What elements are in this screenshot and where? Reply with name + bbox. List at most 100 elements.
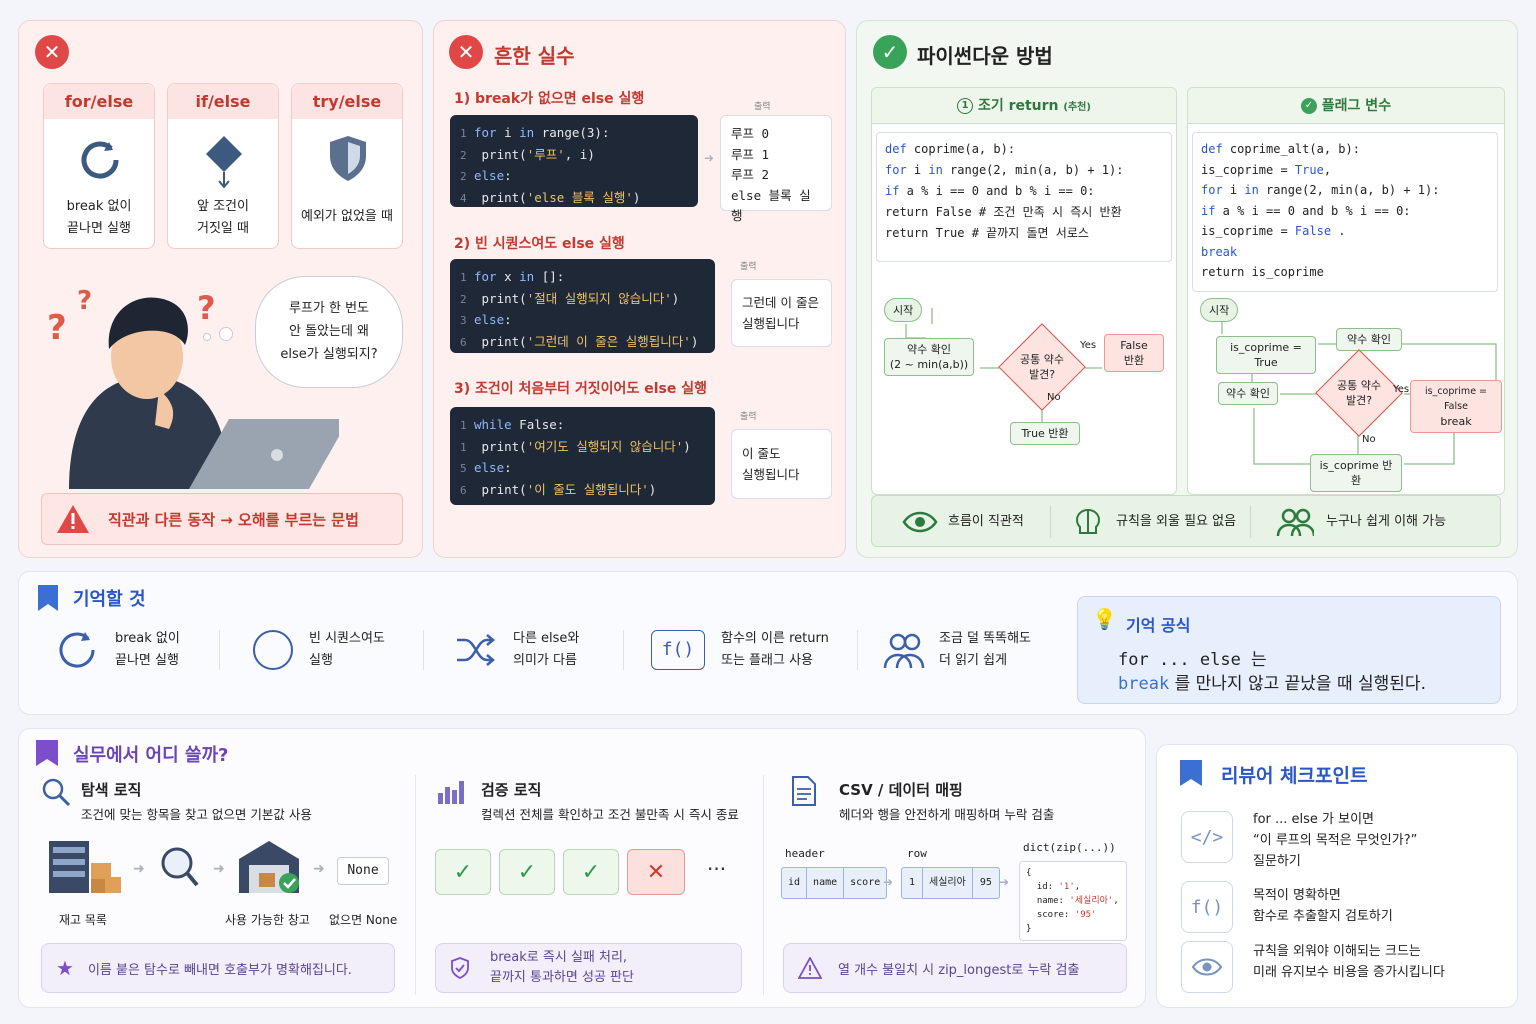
output-line: 그런데 이 줄은 [742,295,819,310]
flow-label: 사용 가능한 창고 [225,913,310,927]
flow-check: 약수 확인 (2 ~ min(a,b)) [884,338,974,376]
warning-banner: 직관과 다른 동작 → 오해를 부르는 문법 [41,493,403,545]
sec-title: 탐색 로직 [81,781,142,799]
users-icon [1276,508,1314,537]
check-icon: ✓ [563,849,619,895]
flag-variable-card: ✓ 플래그 변수 def coprime_alt(a, b): is_copri… [1187,87,1505,495]
review-line: 규칙을 외워야 이해되는 크드는 [1253,944,1421,959]
sec-desc: 조건에 맞는 항목을 찾고 없으면 기본값 사용 [81,807,312,822]
no-label: No [1047,392,1061,403]
item-line: 의미가 다름 [513,653,577,668]
flow-text: 반환 [1123,354,1145,367]
bubble-dot [219,327,233,341]
sec-note: break로 즉시 실패 처리, 끝까지 통과하면 성공 판단 [435,943,742,993]
thinking-person-illustration: ? ? ? [47,286,339,489]
none-badge: None [337,857,389,885]
output-line: 루프 0 [731,126,770,141]
arrow-icon: ➜ [133,861,145,877]
header-cells: id name score [781,867,888,899]
search-icon [42,778,71,807]
header-cell: id [782,868,808,898]
close-icon: ✕ [449,35,483,69]
yes-label: Yes [1393,384,1410,395]
flow-label: 재고 목록 [59,913,107,927]
flow-true-return: True 반환 [1010,422,1080,445]
card-line1: 예외가 없었을 때 [301,209,393,224]
header-label: header [785,847,825,860]
users-icon [883,633,925,669]
lightbulb-icon: 💡 [1092,607,1117,631]
divider [219,630,220,670]
flow-text: 공통 약수 [1020,353,1064,366]
flow-init: is_coprime = True [1216,336,1316,374]
formula-line1: for ... else 는 [1118,650,1267,670]
loop-icon [81,141,119,179]
magnifier-icon [161,847,199,887]
empty-circle-icon [253,630,293,670]
dict-output: { id: '1', name: '세실리아', score: '95' } [1019,861,1127,941]
formula-line2: break 를 만나지 않고 끝났을 때 실행된다. [1118,669,1426,694]
card-line2: 끝나면 실행 [67,221,131,236]
flow-label: 없으면 None [329,913,398,927]
output-line: 루프 1 [731,146,770,162]
loop-icon [59,632,95,668]
card-if-else: if/else 앞 조건이 거짓일 때 [167,83,279,249]
sec-title: 검증 로직 [481,781,542,799]
section-title: 리뷰어 체크포인트 [1221,765,1368,787]
warning-icon [57,505,89,533]
info-icon: 1 [957,98,974,114]
formula-box: 💡 기억 공식 for ... else 는 break 를 만나지 않고 끝났… [1077,596,1501,704]
arrow-icon: ➜ [883,875,894,889]
flow-text: 발견? [1345,394,1373,407]
header-cell: score [850,877,881,888]
svg-text:?: ? [47,308,67,348]
item-line: 끝나면 실행 [115,653,179,668]
ellipsis-icon: ··· [707,857,727,881]
formula-title: 기억 공식 [1126,616,1191,635]
eye-icon [902,511,938,533]
benefit-text: 누구나 쉽게 이해 가능 [1326,514,1447,529]
card-try-else: try/else 예외가 없었을 때 [291,83,403,249]
formula-rest: 를 만나지 않고 끝났을 때 실행된다. [1169,674,1426,694]
close-icon: ✕ [35,35,69,69]
card-title: 조기 return [977,98,1059,114]
review-line: 함수로 추출할지 검토하기 [1253,909,1393,924]
review-line: 질문하기 [1253,854,1301,869]
svg-text:?: ? [197,289,216,327]
flow-text: 약수 확인 [907,343,951,356]
no-label: No [1362,434,1376,445]
flow-check: 약수 확인 [1336,328,1402,351]
row-cell: 1 [902,868,924,898]
star-icon: ★ [56,956,74,980]
sec-note: ★ 이름 붙은 탐수로 빼내면 호출부가 명확해집니다. [41,943,395,993]
function-icon: f() [651,630,705,670]
bar-chart-icon [438,781,464,804]
output-label: 출력 [740,262,757,272]
panel-title: 파이썬다운 방법 [917,44,1053,68]
flow-start: 시작 [1200,298,1239,322]
output-label: 출력 [740,412,757,422]
syntax-panel: ✕ for/else break 없이 끝나면 실행 if/else 앞 조건이… [18,20,423,558]
card-line1: 앞 조건이 [197,199,249,214]
review-line: 미래 유지보수 비용을 증가시킵니다 [1253,965,1445,980]
row-cell: 세실리아 [923,868,973,898]
dict-label: dict(zip(...)) [1023,841,1116,854]
sec-title: CSV / 데이터 매핑 [839,781,963,799]
review-item: 목적이 명확하면 함수로 추출할지 검토하기 [1253,885,1393,927]
benefit-text: 흐름이 직관적 [948,514,1024,529]
benefit-text: 규칙을 외울 필요 없음 [1116,514,1237,529]
card-title: if/else [168,84,278,119]
bubble-line: else가 실행되지? [280,347,378,362]
review-panel: 리뷰어 체크포인트 </> for ... else 가 보이면 “이 루프의 … [1156,744,1518,1008]
item-line: 또는 플래그 사용 [721,653,813,668]
note-line: 끝까지 통과하면 성공 판단 [490,970,634,985]
eye-icon [1181,941,1233,993]
flow-text: is_coprime = False [1424,386,1488,412]
bubble-line: 루프가 한 번도 [288,301,370,316]
svg-text:?: ? [77,286,92,316]
note-text: 이름 붙은 탐수로 빼내면 호출부가 명확해집니다. [87,962,352,978]
